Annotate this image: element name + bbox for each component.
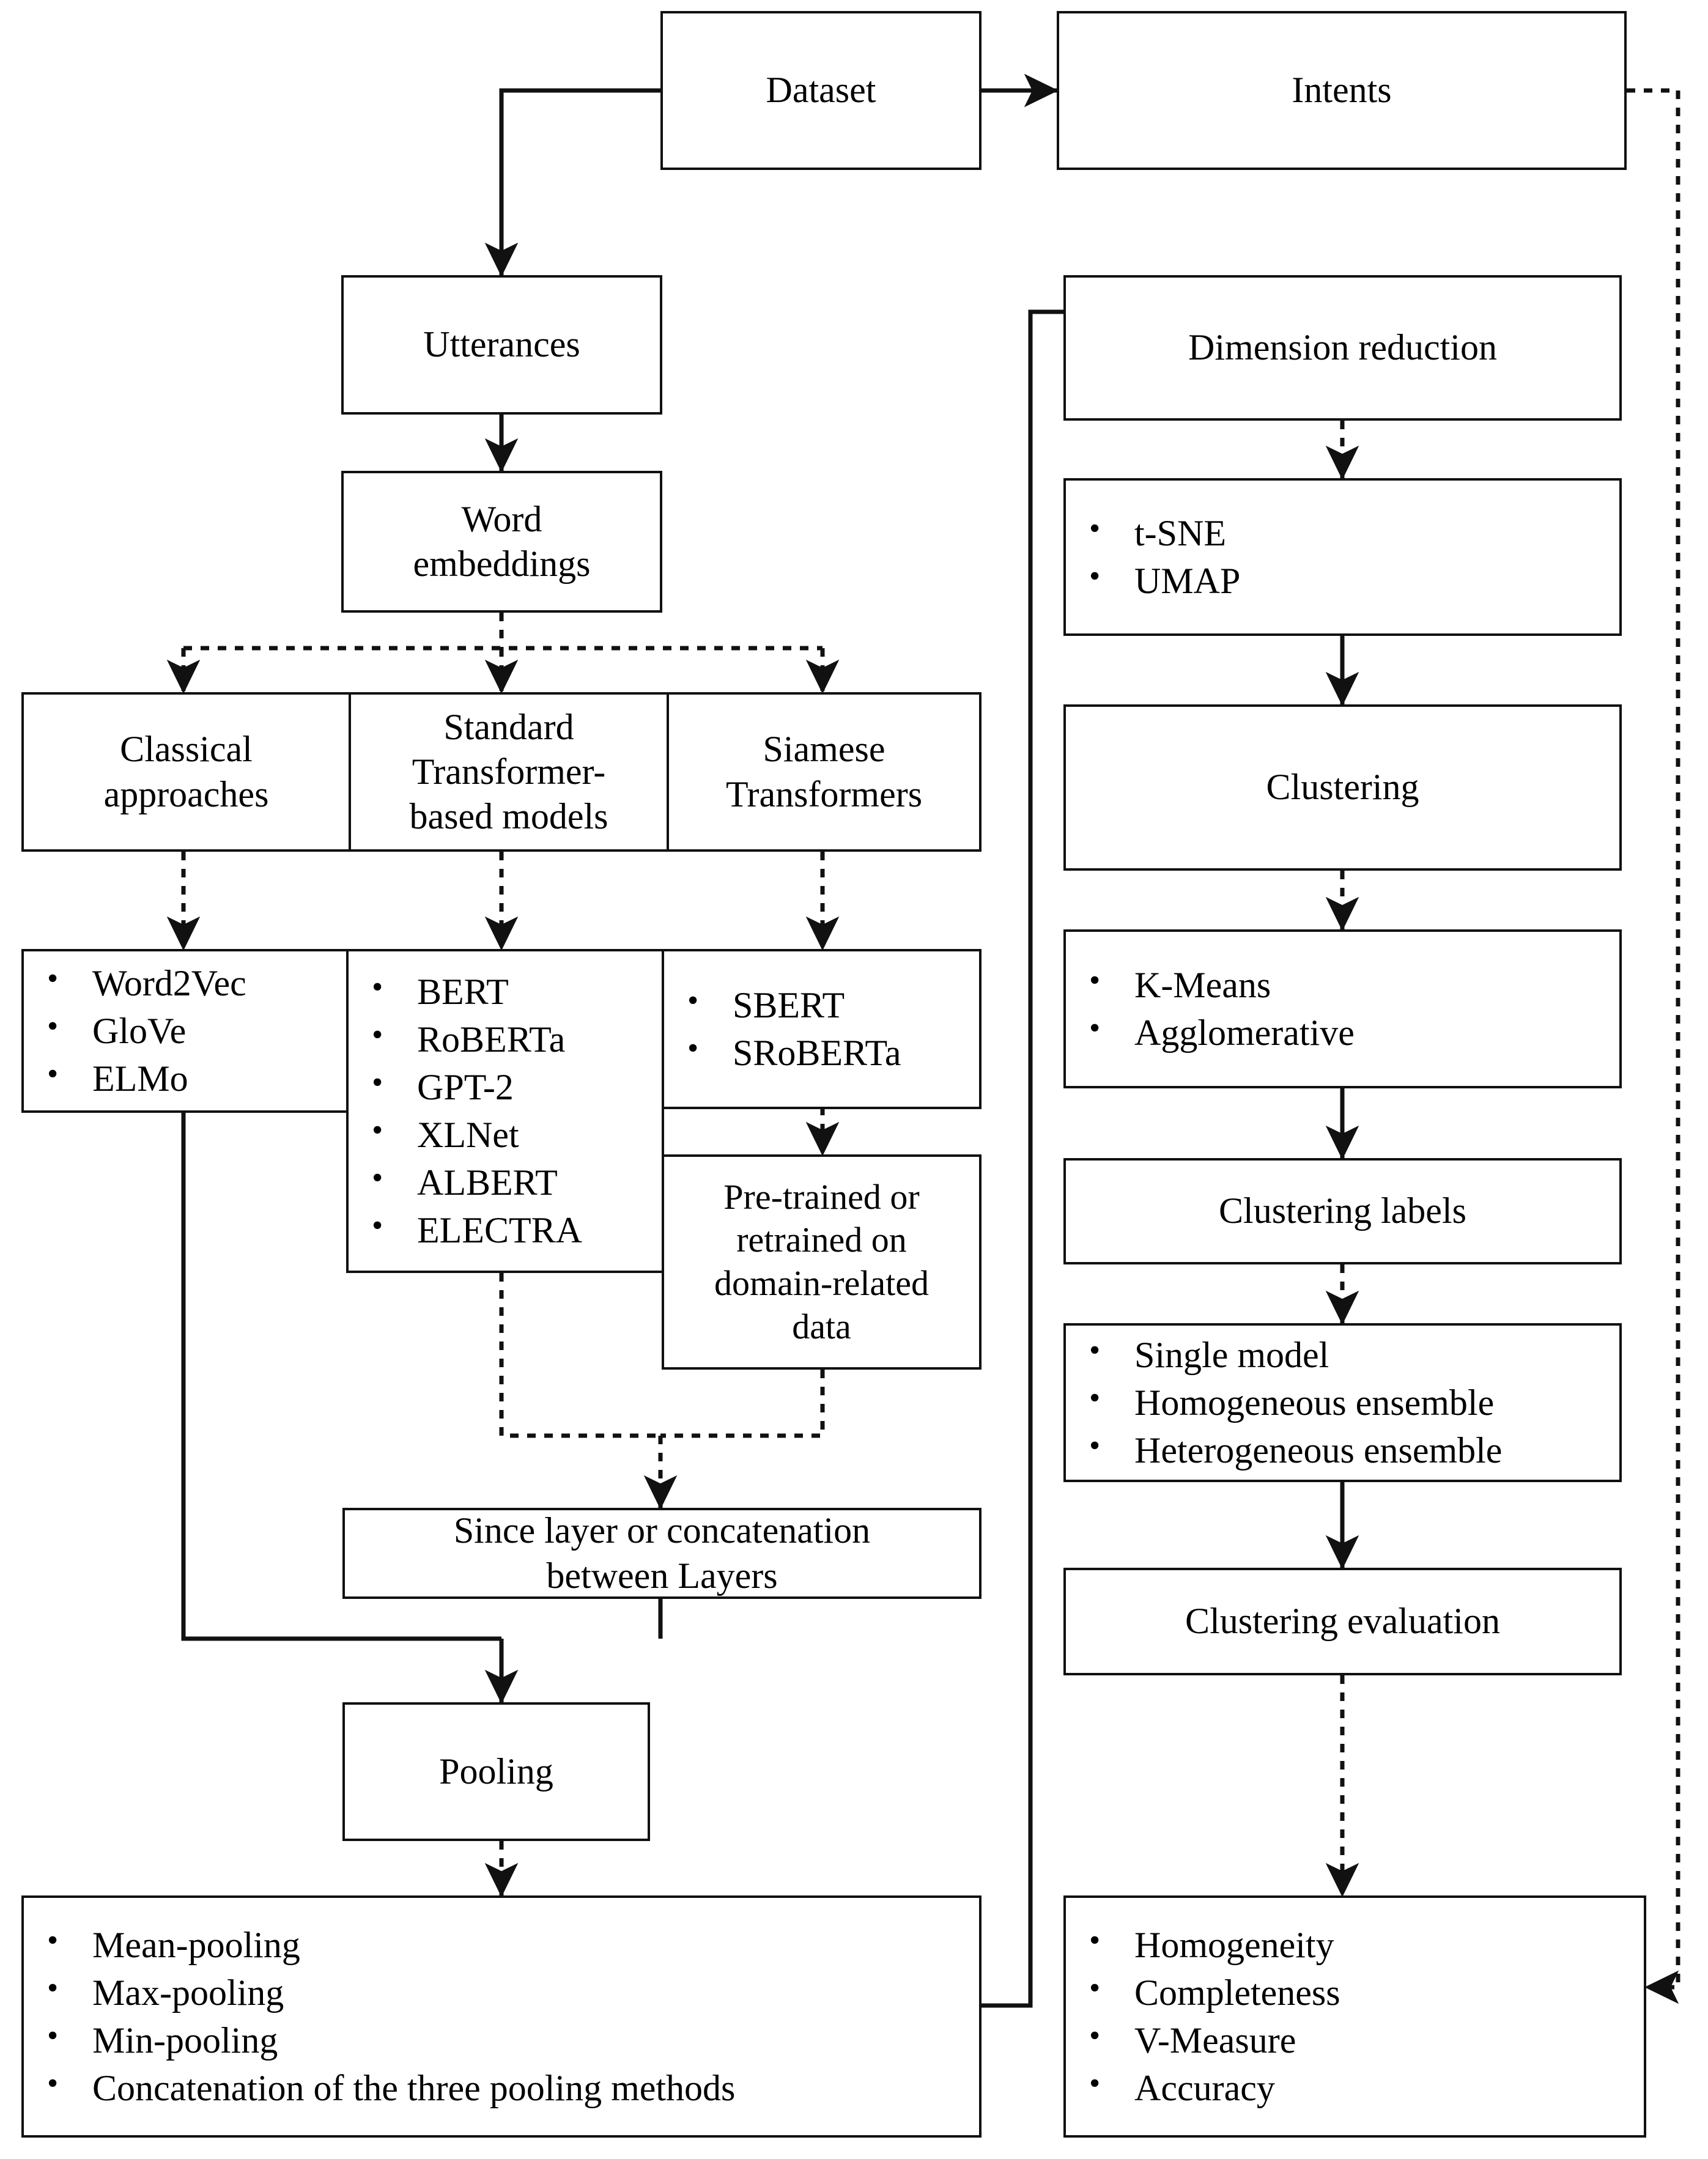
node-standard-transformer-models[interactable]: Standard Transformer- based models [351,695,669,849]
list-evaluation-metrics[interactable]: Homogeneity Completeness V-Measure Accur… [1063,1895,1646,2138]
list-item: Agglomerative [1066,1008,1619,1057]
node-classical-approaches-label: Classical approaches [103,729,269,814]
list-item: Mean-pooling [24,1920,979,1969]
node-siamese-transformers[interactable]: Siamese Transformers [669,695,979,849]
clustering-algorithms-list: K-Means Agglomerative [1066,960,1619,1057]
node-dimension-reduction[interactable]: Dimension reduction [1063,275,1622,421]
node-dataset-label: Dataset [766,70,876,111]
edge-intents-metrics [1627,88,1680,2004]
list-item: UMAP [1066,556,1619,605]
node-classical-approaches[interactable]: Classical approaches [24,695,351,849]
approach-row: Classical approaches Standard Transforme… [21,692,982,852]
transformer-models-list: BERT RoBERTa GPT-2 XLNet ALBERT ELECTRA [349,967,662,1254]
list-item: t-SNE [1066,508,1619,557]
node-pretrained-or-retrained-label: Pre-trained or retrained on domain-relat… [714,1176,930,1346]
node-word-embeddings-label: Word embeddings [413,498,591,584]
list-item: ELECTRA [349,1205,662,1254]
edge-transformers-merge [499,1273,660,1438]
node-clustering-label: Clustering [1266,767,1419,808]
list-item: GPT-2 [349,1062,662,1111]
list-item: SBERT [664,980,979,1029]
node-dataset[interactable]: Dataset [660,11,982,170]
node-clustering[interactable]: Clustering [1063,704,1622,871]
list-item: ALBERT [349,1157,662,1206]
list-item: Heterogeneous ensemble [1066,1425,1619,1474]
node-intents-label: Intents [1292,70,1392,111]
node-word-embeddings[interactable]: Word embeddings [341,471,662,613]
list-item: Accuracy [1066,2063,1644,2112]
siamese-models-list: SBERT SRoBERTa [664,980,979,1077]
node-dimension-reduction-label: Dimension reduction [1188,327,1497,368]
node-intents[interactable]: Intents [1057,11,1627,170]
list-item: Homogeneity [1066,1920,1644,1969]
list-item: Min-pooling [24,2015,979,2064]
node-siamese-transformers-label: Siamese Transformers [725,729,923,814]
list-item: ELMo [24,1054,346,1102]
node-clustering-labels-label: Clustering labels [1219,1190,1466,1231]
classical-models-list: Word2Vec GloVe ELMo [24,958,346,1102]
list-item: XLNet [349,1110,662,1159]
list-item: Max-pooling [24,1968,979,2017]
model-configurations-list: Single model Homogeneous ensemble Hetero… [1066,1330,1619,1474]
node-pooling-label: Pooling [439,1751,553,1792]
list-clustering-algorithms[interactable]: K-Means Agglomerative [1063,929,1622,1088]
list-item: GloVe [24,1006,346,1055]
list-siamese-models[interactable]: SBERT SRoBERTa [662,949,982,1109]
node-pooling[interactable]: Pooling [342,1702,650,1841]
node-since-layer[interactable]: Since layer or concatenation between Lay… [342,1508,982,1599]
node-clustering-evaluation[interactable]: Clustering evaluation [1063,1568,1622,1675]
dimension-reduction-methods-list: t-SNE UMAP [1066,508,1619,605]
list-item: K-Means [1066,960,1619,1009]
edge-pretrained-merge [660,1370,825,1438]
node-clustering-labels[interactable]: Clustering labels [1063,1158,1622,1264]
list-item: Homogeneous ensemble [1066,1378,1619,1426]
list-item: Word2Vec [24,958,346,1007]
list-item: Single model [1066,1330,1619,1379]
list-item: Completeness [1066,1968,1644,2017]
node-since-layer-label: Since layer or concatenation between Lay… [453,1510,871,1596]
list-item: BERT [349,967,662,1016]
edge-dataset-utterances [484,88,660,277]
list-pooling-methods[interactable]: Mean-pooling Max-pooling Min-pooling Con… [21,1895,982,2138]
list-item: SRoBERTa [664,1028,979,1077]
node-clustering-evaluation-label: Clustering evaluation [1185,1601,1500,1642]
pooling-methods-list: Mean-pooling Max-pooling Min-pooling Con… [24,1920,979,2112]
list-item: RoBERTa [349,1014,662,1063]
node-pretrained-or-retrained[interactable]: Pre-trained or retrained on domain-relat… [662,1154,982,1370]
node-standard-transformer-models-label: Standard Transformer- based models [409,706,608,837]
list-item: V-Measure [1066,2015,1644,2064]
list-item: Concatenation of the three pooling metho… [24,2063,979,2112]
list-model-configurations[interactable]: Single model Homogeneous ensemble Hetero… [1063,1323,1622,1482]
list-classical-models[interactable]: Word2Vec GloVe ELMo [21,949,349,1113]
list-transformer-models[interactable]: BERT RoBERTa GPT-2 XLNet ALBERT ELECTRA [346,949,664,1273]
node-utterances[interactable]: Utterances [341,275,662,415]
evaluation-metrics-list: Homogeneity Completeness V-Measure Accur… [1066,1920,1644,2112]
list-dimension-reduction-methods[interactable]: t-SNE UMAP [1063,478,1622,636]
node-utterances-label: Utterances [423,324,580,365]
